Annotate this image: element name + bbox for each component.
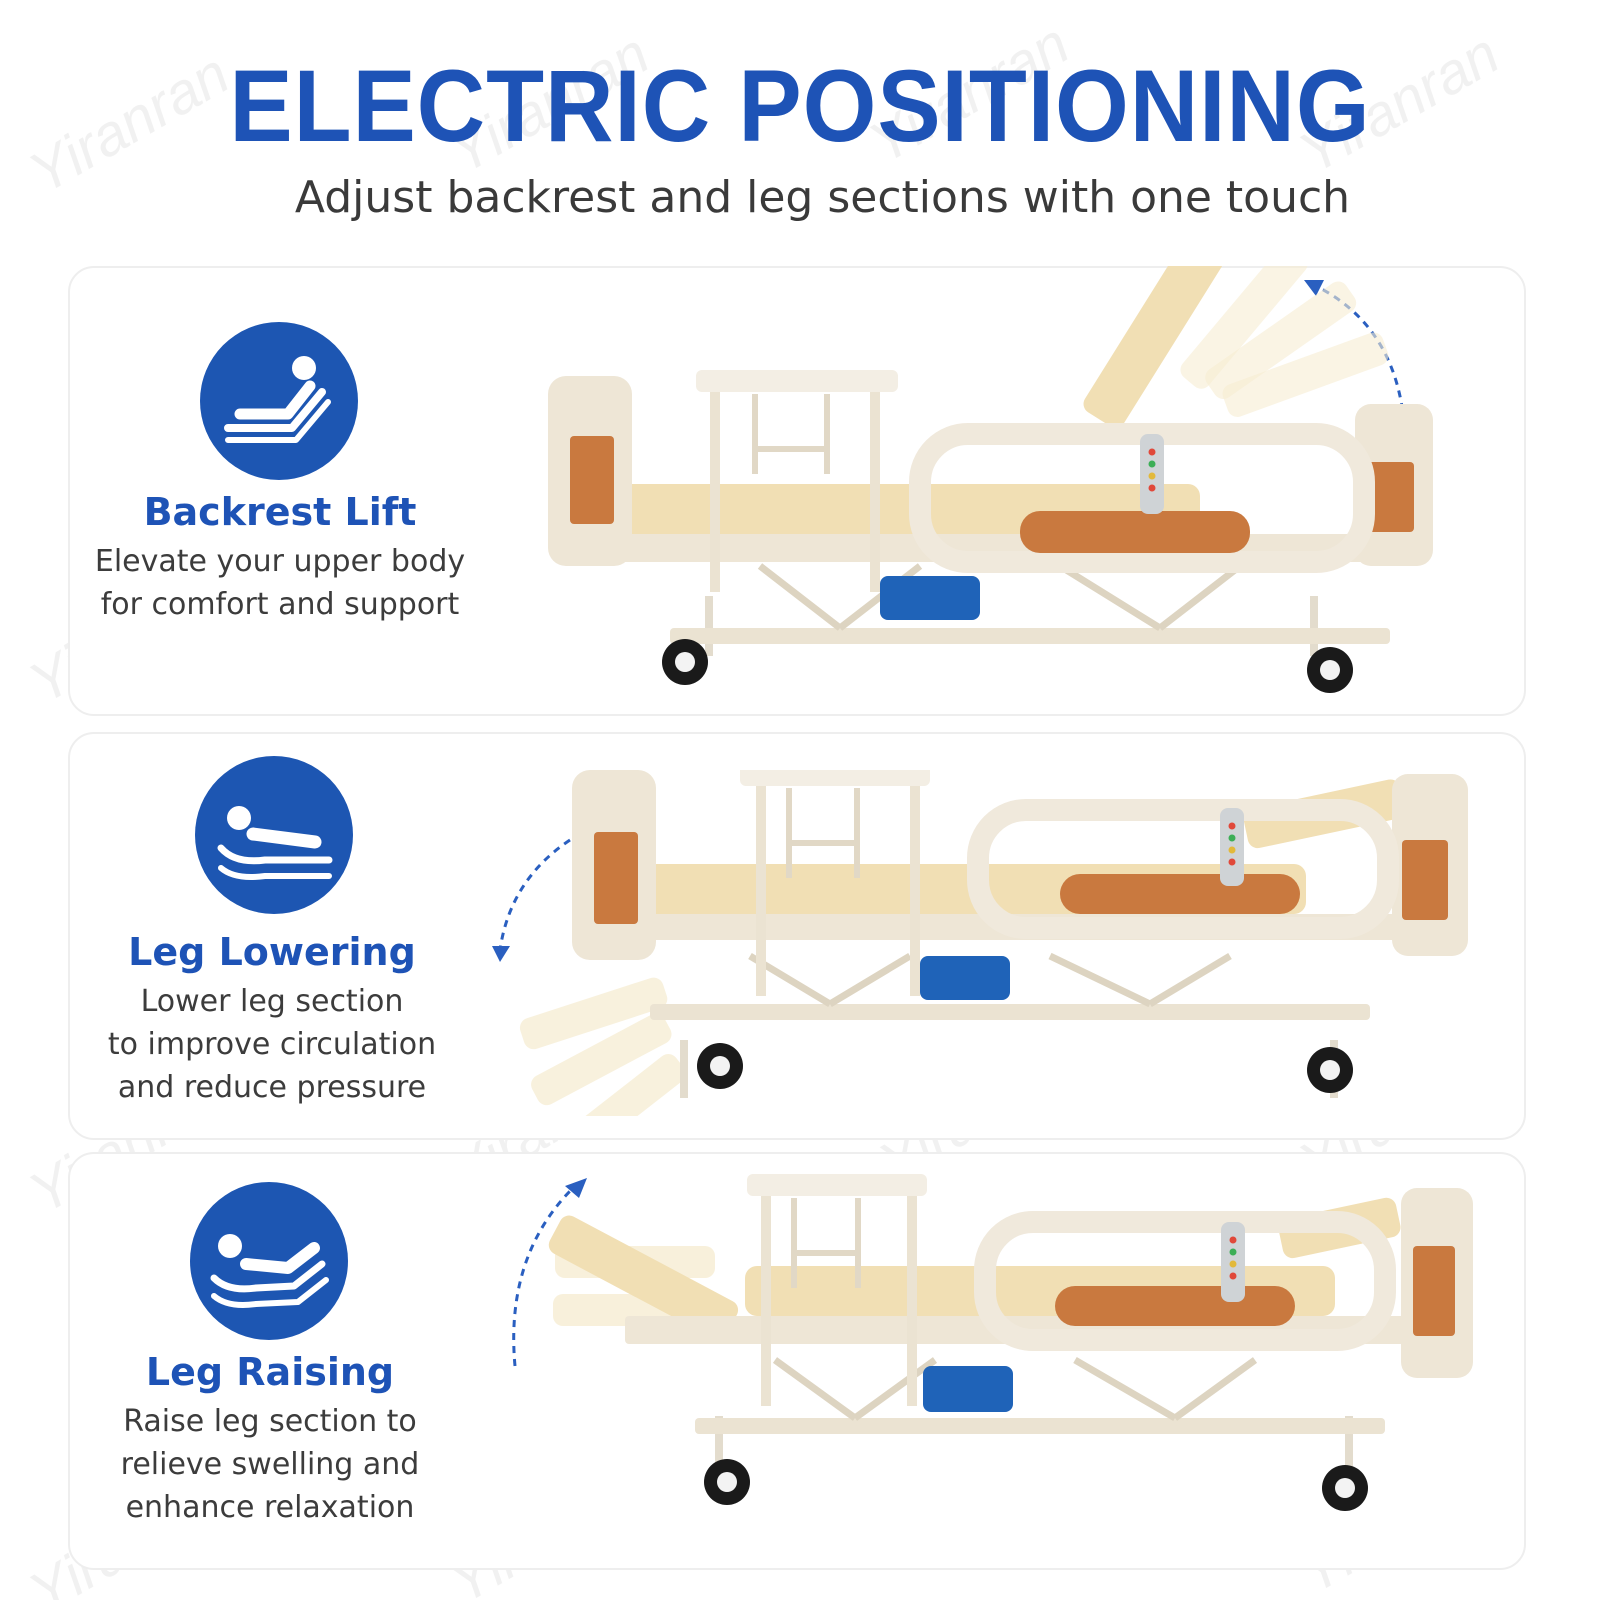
bed-leg-raising-illustration	[512, 1174, 1473, 1511]
desc-line: to improve circulation	[107, 1027, 437, 1062]
feature-description: Raise leg section to relieve swelling an…	[60, 1400, 480, 1529]
desc-line: relieve swelling and	[120, 1447, 420, 1482]
desc-line: for comfort and support	[100, 587, 460, 622]
desc-line: Raise leg section to	[123, 1404, 417, 1439]
bed-backrest-lift-illustration	[548, 266, 1433, 693]
feature-title: Leg Raising	[145, 1350, 395, 1394]
subheadline: Adjust backrest and leg sections with on…	[294, 172, 1351, 223]
person-reclining-icon	[200, 322, 358, 480]
person-lying-legs-raised-icon	[190, 1182, 348, 1340]
feature-title: Backrest Lift	[143, 490, 417, 534]
feature-description: Elevate your upper body for comfort and …	[70, 540, 490, 626]
desc-line: enhance relaxation	[125, 1490, 415, 1525]
desc-line: Elevate your upper body	[94, 544, 466, 579]
desc-line: and reduce pressure	[117, 1070, 427, 1105]
bed-leg-lowering-illustration	[492, 770, 1468, 1116]
desc-line: Lower leg section	[140, 984, 404, 1019]
feature-description: Lower leg section to improve circulation…	[62, 980, 482, 1109]
person-lying-flat-icon	[195, 756, 353, 914]
feature-title: Leg Lowering	[128, 930, 416, 974]
headline: ELECTRIC POSITIONING	[229, 49, 1371, 163]
